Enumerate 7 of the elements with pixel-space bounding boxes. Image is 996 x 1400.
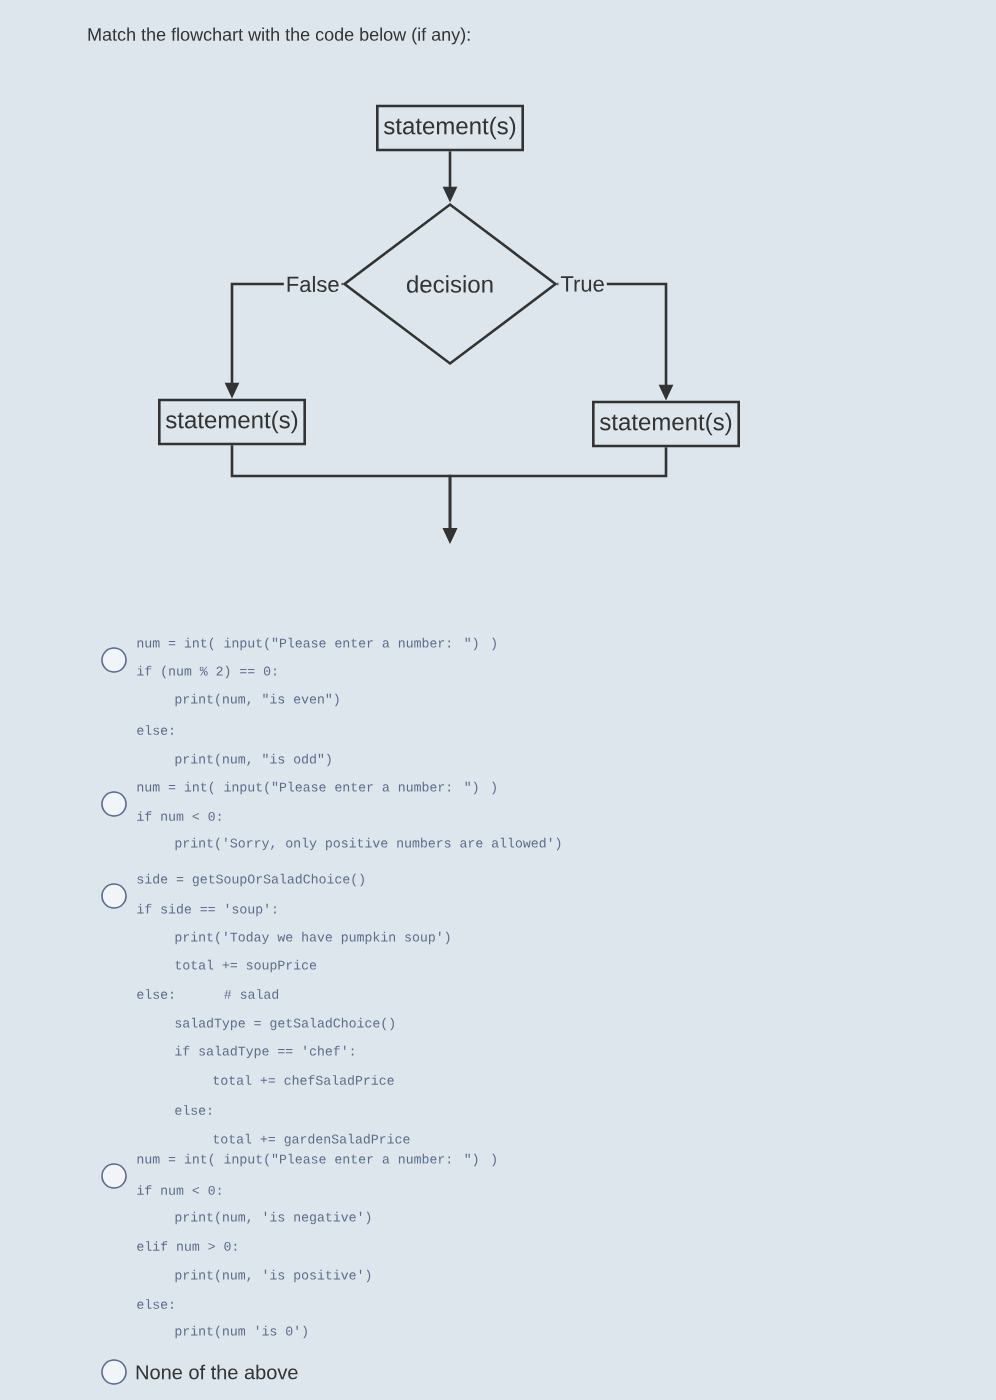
process-box: statement(s)	[376, 104, 524, 152]
question-text: Match the flowchart with the code below (if any):	[88, 27, 470, 45]
process-box: statement(s)	[158, 398, 306, 446]
process-box: statement(s)	[592, 400, 740, 448]
edge-label: False	[287, 275, 339, 293]
edge-label: True	[560, 276, 604, 292]
answer-text: None of the above	[136, 1364, 298, 1380]
